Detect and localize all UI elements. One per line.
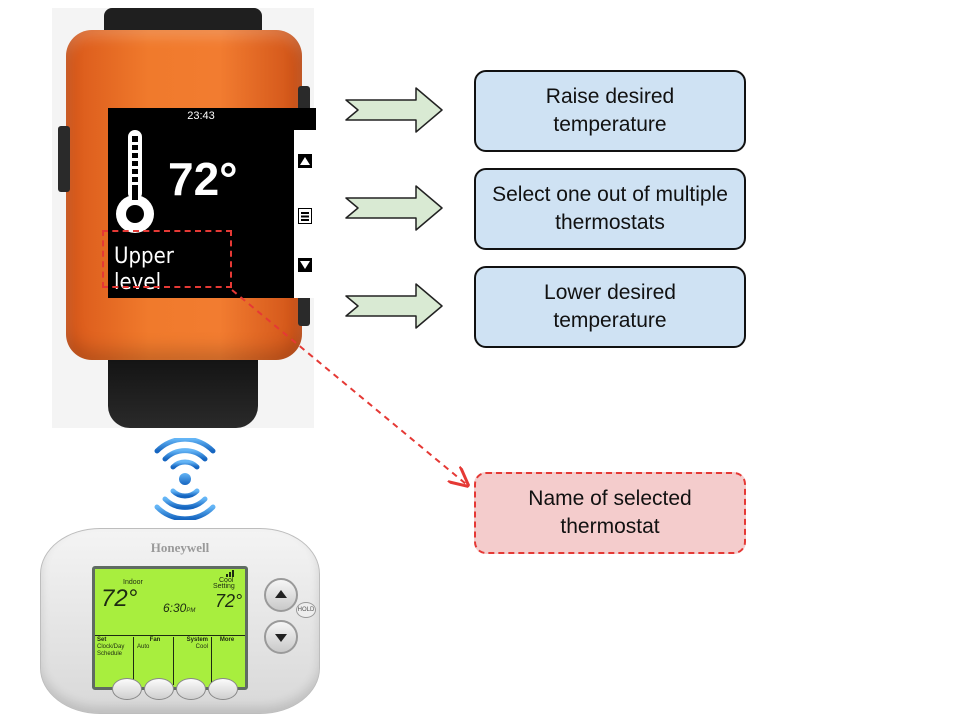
thermostat-name-box: Name of selected thermostat (474, 472, 746, 554)
watch-screen: 23:43 72° Upper level (108, 108, 316, 298)
thermostat-down-button (264, 620, 298, 654)
softkey-system: System Cool (173, 637, 210, 685)
arrow-right-icon (345, 283, 443, 329)
watch-level-line2: level (114, 270, 162, 295)
indoor-temperature: 72° (101, 585, 138, 612)
softkey-row: Set Clock/Day Schedule Fan Auto System C… (95, 635, 245, 688)
lower-temperature-box: Lower desired temperature (474, 266, 746, 348)
setting-temperature: 72° (215, 591, 243, 611)
arrow-right-icon (345, 87, 443, 133)
thermostat-up-button (264, 578, 298, 612)
honeywell-thermostat-image: Honeywell Indoor 72° Cool Setting 72° 6:… (40, 528, 320, 714)
triangle-down-icon (275, 634, 287, 642)
setting-label: Setting (213, 583, 235, 590)
softkey-set-title: Set (97, 637, 107, 643)
cool-label: Cool (219, 577, 234, 584)
hold-button: HOLD (296, 602, 316, 618)
clock-suffix: PM (186, 608, 196, 614)
wifi-icon (154, 438, 216, 520)
clock-time: 6:30 (163, 601, 187, 615)
watch-temperature: 72° (168, 153, 238, 205)
watch-action-bar (294, 130, 316, 298)
triangle-up-icon (298, 154, 312, 168)
raise-temperature-box: Raise desired temperature (474, 70, 746, 152)
watch-thermostat-name: Upper level (114, 244, 174, 296)
thermostat-brand: Honeywell (150, 540, 210, 555)
round-button-1 (112, 678, 142, 700)
softkey-system-sub: Cool (195, 644, 208, 650)
softkey-fan: Fan Auto (133, 637, 173, 685)
round-button-4 (208, 678, 238, 700)
softkey-system-title: System (186, 637, 208, 643)
thermostat-display: Indoor 72° Cool Setting 72° 6:30PM Set C… (92, 566, 248, 690)
menu-icon (298, 208, 312, 224)
round-button-3 (176, 678, 206, 700)
softkey-more: More (211, 637, 242, 685)
softkey-set-sub: Clock/Day Schedule (97, 644, 125, 657)
watch-level-line1: Upper (114, 244, 174, 269)
watch-back-button (58, 126, 70, 192)
triangle-down-icon (298, 258, 312, 272)
arrow-right-icon (345, 185, 443, 231)
selected-name-highlight (102, 230, 232, 288)
thermometer-icon (116, 130, 154, 233)
thermostat-clock: 6:30PM (163, 601, 195, 615)
triangle-up-icon (275, 590, 287, 598)
round-button-2 (144, 678, 174, 700)
watch-strap-bottom (108, 360, 258, 428)
indoor-label: Indoor (123, 579, 143, 586)
softkey-fan-title: Fan (149, 637, 161, 643)
watch-clock: 23:43 (187, 110, 215, 122)
pebble-watch-image: 23:43 72° Upper level (52, 8, 316, 428)
signal-icon (226, 570, 234, 577)
softkey-more-title: More (219, 637, 235, 643)
select-thermostat-box: Select one out of multiple thermostats (474, 168, 746, 250)
softkey-set: Set Clock/Day Schedule (97, 637, 131, 658)
softkey-fan-sub: Auto (137, 644, 150, 650)
